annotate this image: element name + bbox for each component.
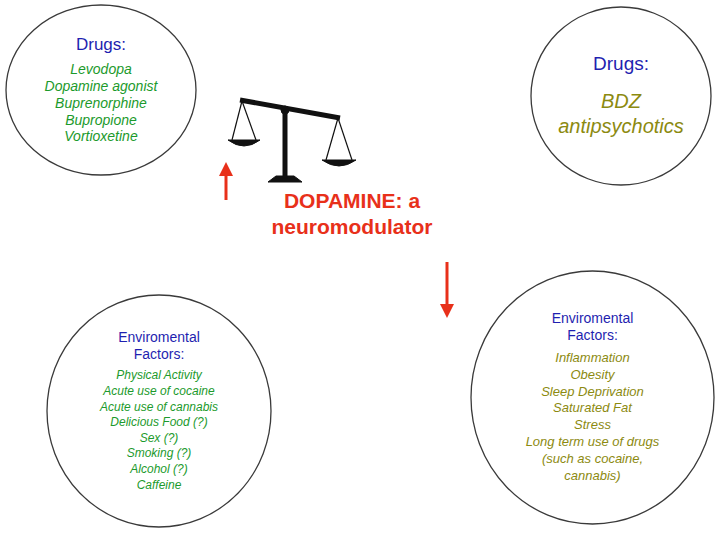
heading: Drugs: — [45, 35, 158, 55]
list-item: Vortioxetine — [45, 128, 158, 145]
list-item: Levodopa — [45, 61, 158, 78]
list-item: Acute use of cocaine — [100, 384, 219, 400]
environment-decrease-circle: Enviromental Factors: InflammationObesity… — [470, 270, 715, 525]
list-item: Sleep Deprivation — [518, 384, 668, 401]
drugs-decrease-circle: Drugs: BDZantipsychotics — [530, 6, 712, 186]
drugs-increase-circle: Drugs: LevodopaDopamine agonistBuprenorph… — [5, 4, 197, 176]
list-item: Bupropione — [45, 112, 158, 129]
balance-scale — [228, 100, 356, 182]
list-item: Delicious Food (?) — [100, 415, 219, 431]
ellipse-shape — [531, 7, 711, 185]
circle-content: Enviromental Factors: InflammationObesity… — [518, 310, 668, 485]
heading: Enviromental Factors: — [100, 329, 219, 363]
list-item: Alcohol (?) — [100, 462, 219, 478]
circle-content: Enviromental Factors:Physical ActivityAc… — [100, 329, 219, 493]
scale-pan — [322, 160, 356, 166]
scale-beam — [240, 100, 340, 118]
list-item: Sex (?) — [100, 431, 219, 447]
list-item: Physical Activity — [100, 368, 219, 384]
ellipse-shape — [6, 5, 196, 175]
list-item: Caffeine — [100, 478, 219, 494]
circle-content: Drugs: BDZantipsychotics — [558, 53, 684, 140]
scale-pan — [228, 140, 260, 146]
list-item: Inflammation — [518, 350, 668, 367]
list-item: Acute use of cannabis — [100, 400, 219, 416]
scale-string — [242, 101, 256, 140]
ellipse-shape — [47, 295, 271, 527]
scale-string — [232, 101, 242, 140]
arrow-head — [219, 162, 233, 176]
center-label: DOPAMINE: a neuromodulator — [238, 188, 466, 241]
heading: Enviromental Factors: — [533, 310, 652, 344]
scale-pole — [283, 112, 287, 178]
list-item: Saturated Fat — [518, 400, 668, 417]
arrow-shaft — [225, 174, 228, 200]
ellipse-shape — [471, 271, 714, 524]
list-item: BDZ — [558, 89, 684, 114]
list-item: Smoking (?) — [100, 446, 219, 462]
list-item: Buprenorphine — [45, 95, 158, 112]
heading: Drugs: — [558, 53, 684, 76]
list-item: Obesity — [518, 367, 668, 384]
list-item: antipsychotics — [558, 114, 684, 139]
arrow-head — [440, 304, 454, 318]
list-item: Stress — [518, 417, 668, 434]
list-item: Dopamine agonist — [45, 78, 158, 95]
list-item: Long term use of drugs (such as cocaine,… — [518, 434, 668, 485]
down-arrow — [440, 262, 454, 318]
environment-increase-circle: Enviromental Factors:Physical ActivityAc… — [46, 294, 272, 528]
scale-string — [326, 118, 338, 160]
up-arrow — [219, 162, 233, 200]
circle-content: Drugs: LevodopaDopamine agonistBuprenorph… — [45, 35, 158, 145]
arrow-shaft — [446, 262, 449, 306]
scale-string — [338, 118, 352, 160]
